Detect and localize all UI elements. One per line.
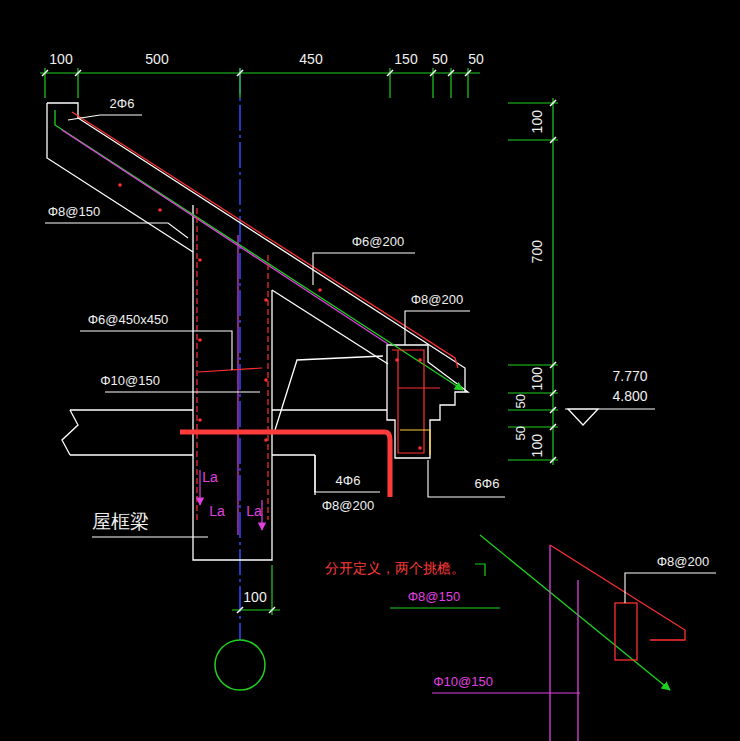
leader-line <box>45 115 505 537</box>
dimension-text: 450 <box>299 52 322 67</box>
dimension-text: 150 <box>394 52 417 67</box>
dimension-text: 100 <box>530 110 545 133</box>
rebar-callout: Φ8@150 <box>408 590 461 604</box>
rebar-callout: Φ8@200 <box>657 555 710 569</box>
rebar-callout: Φ10@150 <box>433 675 493 689</box>
dimension-text: 500 <box>145 52 168 67</box>
elevation-mark <box>565 409 655 425</box>
anchorage-label: La <box>246 504 262 519</box>
rebar-callout: Φ8@200 <box>411 293 464 307</box>
dimension-text: 100 <box>243 590 266 605</box>
rebar-callout: Φ10@150 <box>100 374 160 388</box>
rebar-callout: 2Φ6 <box>110 97 135 111</box>
dimension-text: 50 <box>514 394 528 408</box>
dimension-text: 50 <box>432 52 448 67</box>
rebar-callout: Φ6@450x450 <box>88 313 169 327</box>
rebar-callout: Φ8@150 <box>48 205 101 219</box>
rebar-callout: Φ8@200 <box>322 499 375 513</box>
dimension-text: 50 <box>468 52 484 67</box>
annotation-note: 分开定义，两个挑檐。 <box>325 561 465 576</box>
dimension-text: 700 <box>530 240 545 263</box>
dimension-text: 100 <box>530 367 545 390</box>
anchorage-label: La <box>209 504 225 519</box>
rebar-callout: 6Φ6 <box>475 477 500 491</box>
markup-line <box>180 432 390 497</box>
elevation-text: 4.800 <box>612 389 647 404</box>
right-dimension <box>508 98 558 465</box>
dimension-text: 50 <box>514 426 528 440</box>
anchorage-label: La <box>202 470 218 485</box>
member-name: 屋框梁 <box>92 511 149 532</box>
bottom-dimension <box>232 565 280 615</box>
dimension-text: 100 <box>49 52 72 67</box>
top-dimension <box>40 68 480 98</box>
elevation-text: 7.770 <box>612 369 647 384</box>
rebar-callout: Φ6@200 <box>352 235 405 249</box>
rebar <box>55 110 463 535</box>
rebar-callout: 4Φ6 <box>336 474 361 488</box>
dimension-text: 100 <box>530 434 545 457</box>
